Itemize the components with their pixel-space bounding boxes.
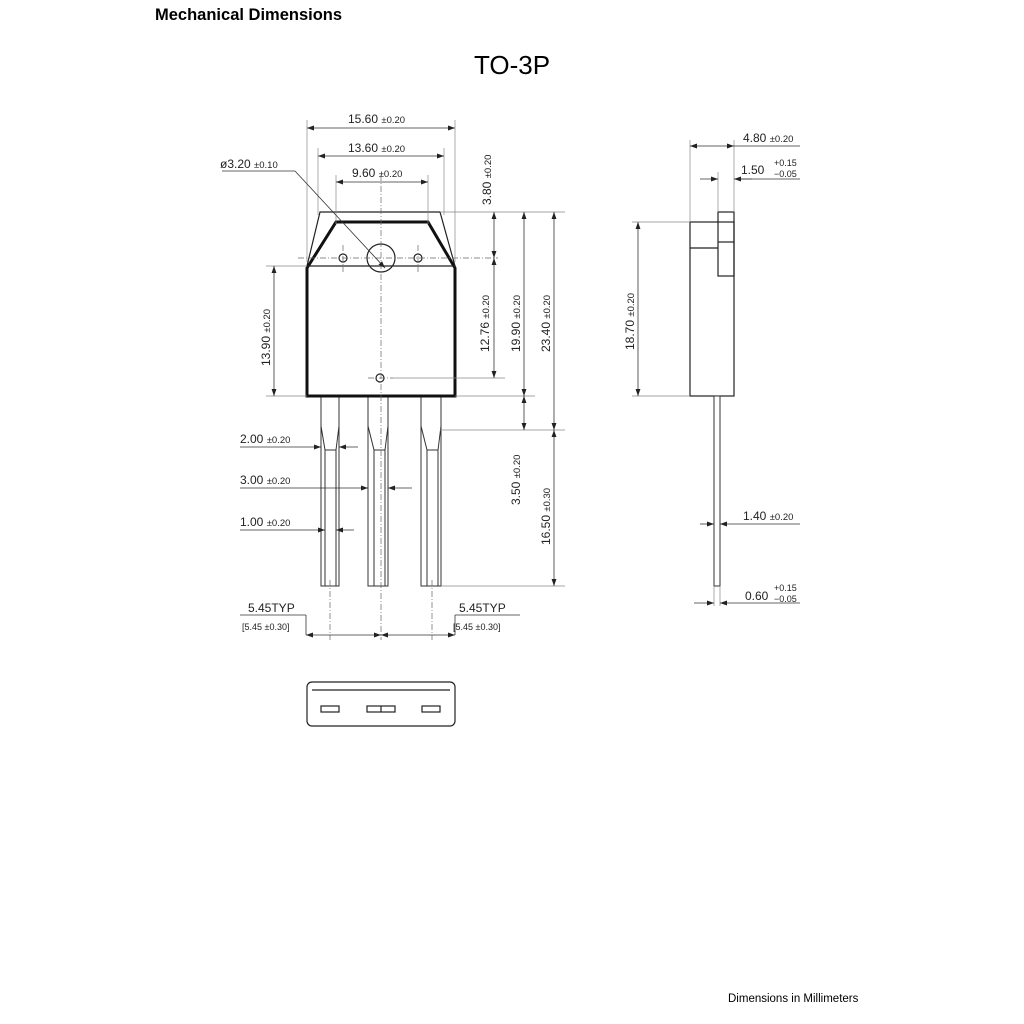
side-tab [717,211,735,277]
dim-height-23-40: 23.40 ±0.20 [539,295,553,352]
dim-hole-offset: 3.80 ±0.20 [480,155,494,205]
lead-left-narrow [324,449,337,587]
dim-side-tab-minus: −0.05 [774,169,797,179]
lead-dimensions: 2.00 ±0.20 3.00 ±0.20 1.00 ±0.20 [240,432,412,533]
lead-right-narrow [426,449,439,587]
dim-height-13-90: 13.90 ±0.20 [259,309,273,366]
dim-lead-16-50: 16.50 ±0.30 [539,488,553,545]
front-view [298,175,498,640]
dim-width-tab: 13.60 ±0.20 [348,141,405,155]
dim-width-inner: 9.60 ±0.20 [352,166,402,180]
dim-width-overall: 15.60 ±0.20 [348,112,405,126]
bottom-lead-right [421,705,441,713]
dim-pitch-left-range: [5.45 ±0.30] [242,622,289,632]
dim-side-lead-thick: 0.60 [745,589,769,603]
side-body [689,221,735,397]
dim-pitch-right-typ: 5.45TYP [459,601,506,615]
dim-side-tab-plus: +0.15 [774,158,797,168]
dim-hole-diameter: ø3.20 ±0.10 [220,157,278,171]
lead-shoulders [320,425,442,451]
right-dimensions: 3.80 ±0.20 12.76 ±0.20 19.90 ±0.20 23.40… [390,155,565,587]
page-title: Mechanical Dimensions [155,6,343,24]
pitch-dimensions: 5.45TYP [5.45 ±0.30] 5.45TYP [5.45 ±0.30… [240,601,520,638]
units-note: Dimensions in Millimeters [728,993,859,1005]
bottom-view [306,681,456,727]
dim-side-lead-thick-minus: −0.05 [774,594,797,604]
dim-side-tab: 1.50 [741,163,765,177]
top-dimensions: 15.60 ±0.20 13.60 ±0.20 9.60 ±0.20 ø3.20… [220,112,456,269]
dim-lead-center: 3.00 ±0.20 [240,473,290,487]
left-dimensions: 13.90 ±0.20 [259,265,307,397]
side-lead [713,395,721,587]
dim-lead-3-50: 3.50 ±0.20 [509,455,523,505]
dim-side-thickness: 4.80 ±0.20 [743,131,793,145]
dim-height-19-90: 19.90 ±0.20 [509,295,523,352]
side-view: 4.80 ±0.20 1.50 +0.15 −0.05 18.70 ±0.20 … [623,131,800,606]
dim-side-lead-thick-plus: +0.15 [774,583,797,593]
dim-side-height: 18.70 ±0.20 [623,293,637,350]
dim-side-lead-width: 1.40 ±0.20 [743,509,793,523]
dim-pitch-left-typ: 5.45TYP [248,601,295,615]
bottom-body [306,681,456,727]
dim-lead-width: 1.00 ±0.20 [240,515,290,529]
lead-center-narrow [373,449,386,587]
dim-pitch-right-range: [5.45 ±0.30] [453,622,500,632]
dim-height-12-76: 12.76 ±0.20 [478,295,492,352]
package-name: TO-3P [473,50,551,80]
bottom-lead-left [320,705,340,713]
dim-lead-shoulder: 2.00 ±0.20 [240,432,290,446]
